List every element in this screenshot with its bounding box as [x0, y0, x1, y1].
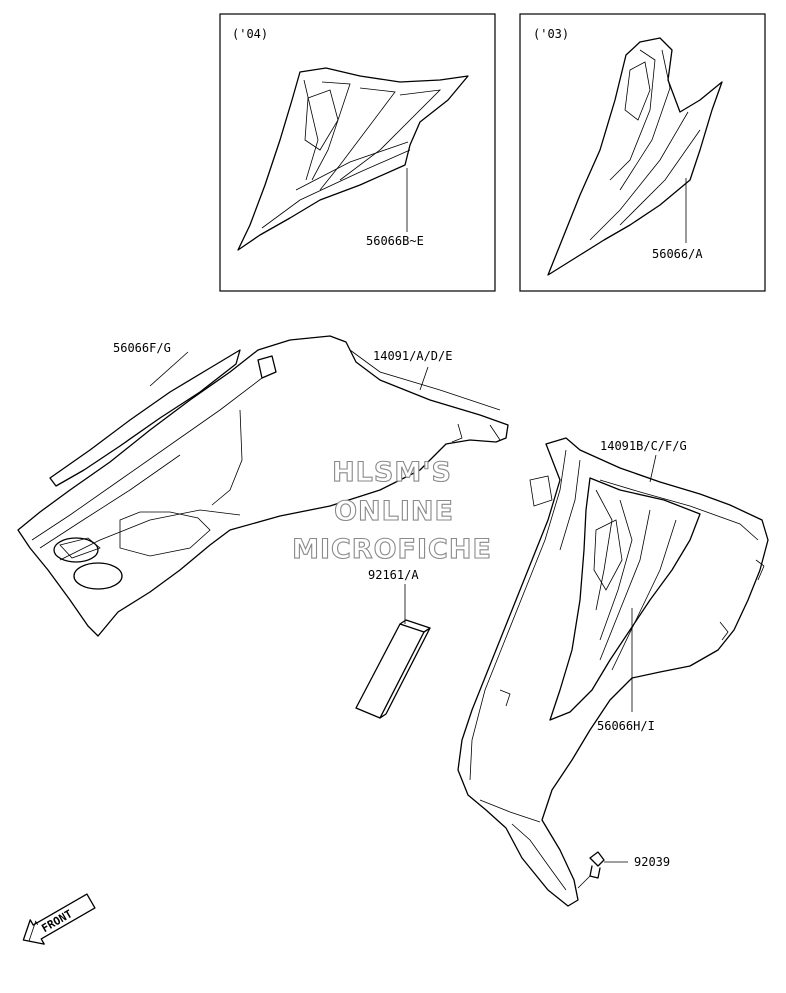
front-arrow-icon: FRONT: [22, 893, 96, 945]
leader-14091a: [419, 366, 429, 391]
label-92039: 92039: [634, 855, 670, 869]
left-side-cover: [17, 335, 509, 637]
inset-2004-frame: [219, 13, 496, 292]
clip-92039: [577, 851, 628, 889]
foam-pad: [355, 619, 431, 719]
watermark-line-2: ONLINE: [334, 496, 454, 527]
label-14091b: 14091B/C/F/G: [600, 439, 687, 453]
left-decal-drawing: [49, 349, 241, 487]
leader-56066f: [149, 351, 189, 387]
label-56066h: 56066H/I: [597, 719, 655, 733]
inset-2003: ('03) 56066/A: [519, 13, 766, 292]
label-92161: 92161/A: [368, 568, 419, 582]
inset-2003-year: ('03): [533, 27, 569, 41]
right-side-cover: [457, 437, 769, 907]
inset-2003-frame: [519, 13, 766, 292]
leader-14091b: [649, 454, 657, 483]
label-56066: 56066/A: [652, 247, 703, 261]
watermark: HLSM'S ONLINE MICROFICHE: [292, 456, 492, 565]
decal-2004-drawing: [237, 67, 469, 251]
label-14091a: 14091/A/D/E: [373, 349, 452, 363]
inset-2004: ('04) 56066B~E: [219, 13, 496, 292]
watermark-line-1: HLSM'S: [332, 457, 452, 488]
right-decal-drawing: [549, 477, 701, 721]
watermark-line-3: MICROFICHE: [292, 534, 492, 565]
label-56066b: 56066B~E: [366, 234, 424, 248]
inset-2004-year: ('04): [232, 27, 268, 41]
label-56066f: 56066F/G: [113, 341, 171, 355]
decal-2003-drawing: [547, 37, 723, 276]
